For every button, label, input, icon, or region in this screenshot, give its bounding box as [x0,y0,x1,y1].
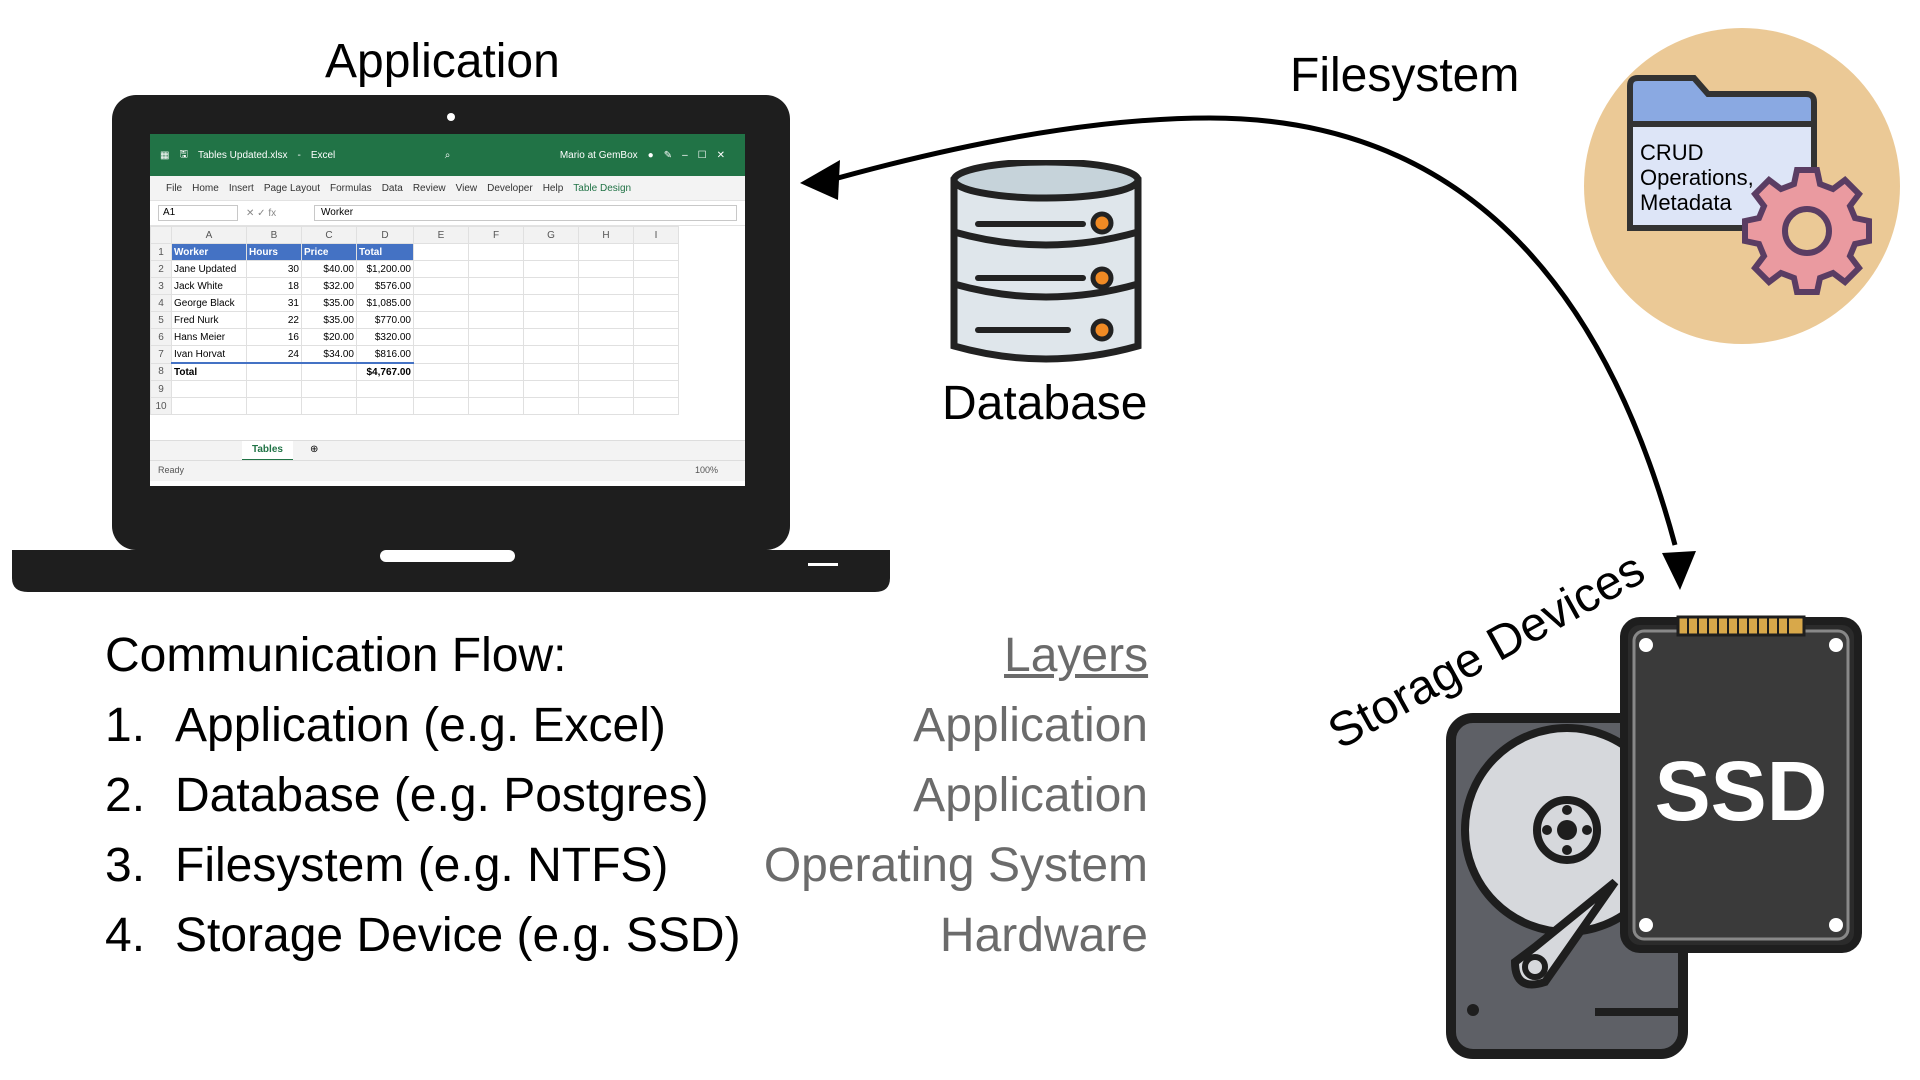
table-header-cell[interactable]: Hours [246,243,302,261]
menu-help[interactable]: Help [542,182,564,194]
row-number[interactable]: 1 [150,243,172,261]
status-text: Ready [158,465,185,475]
layer-label: Application [913,769,1148,822]
list-number: 1. [105,699,146,752]
col-header[interactable]: G [523,226,579,244]
menu-table-design[interactable]: Table Design [573,182,632,194]
table-header-cell[interactable]: Total [356,243,414,261]
ssd-label: SSD [1655,744,1828,838]
formula-input[interactable]: Worker [314,205,737,221]
list-text: Storage Device (e.g. SSD) [175,909,741,962]
pen-icon[interactable]: ✎ [663,149,673,161]
spreadsheet-grid: A B C D E F G H I 1 Worker Hours Price T… [150,226,679,415]
col-header[interactable]: A [171,226,247,244]
database-icon [950,160,1142,363]
status-bar: Ready 100% [150,460,745,481]
add-sheet-icon[interactable]: ⊕ [310,444,319,455]
ribbon-menu: File Home Insert Page Layout Formulas Da… [150,176,745,201]
cell[interactable]: Hans Meier [171,328,247,346]
menu-data[interactable]: Data [381,182,403,194]
layer-label: Hardware [939,909,1148,962]
application-title: Application [325,35,560,88]
cell[interactable]: $320.00 [356,328,414,346]
avatar[interactable]: ● [647,149,654,161]
excel-file-name: Tables Updated.xlsx [197,149,288,161]
ssd-icon: SSD [1620,615,1862,953]
maximize-icon[interactable]: ☐ [697,149,707,161]
database-label: Database [942,377,1148,430]
excel-window: ▦ 🖫 Tables Updated.xlsx - Excel ⌕ Mario … [150,134,745,486]
table-row: 7 Ivan Horvat 24 $34.00 $816.00 [150,345,679,364]
menu-file[interactable]: File [166,182,183,194]
flow-title: Communication Flow: [105,629,567,682]
list-text: Filesystem (e.g. NTFS) [175,839,669,892]
col-header[interactable]: E [413,226,469,244]
menu-developer[interactable]: Developer [487,182,533,194]
layer-label: Operating System [763,839,1148,892]
user-name: Mario at GemBox [559,149,638,161]
col-header[interactable]: I [633,226,679,244]
list-item: 1. Application (e.g. Excel) [105,698,666,753]
excel-app-name: Excel [310,149,336,161]
table-row: 3 Jack White 18 $32.00 $576.00 [150,277,679,295]
crud-label: Operations, [1640,165,1754,190]
list-number: 4. [105,909,146,962]
col-header[interactable]: B [246,226,302,244]
menu-formulas[interactable]: Formulas [330,182,372,194]
list-item: 2. Database (e.g. Postgres) [105,768,709,823]
list-text: Database (e.g. Postgres) [175,769,709,822]
name-box[interactable]: A1 [158,205,238,221]
list-item: 3. Filesystem (e.g. NTFS) [105,838,668,893]
minimize-icon[interactable]: – [682,149,688,161]
fx-icon: ✕ ✓ fx [246,207,277,219]
formula-bar: A1 ✕ ✓ fx Worker [150,201,745,226]
save-icon[interactable]: 🖫 [179,148,188,160]
col-header[interactable]: D [356,226,414,244]
list-text: Application (e.g. Excel) [175,699,666,752]
filesystem-title: Filesystem [1290,49,1520,102]
close-icon[interactable]: ✕ [716,149,725,161]
table-row: 2 Jane Updated 30 $40.00 $1,200.00 [150,260,679,278]
zoom-level: 100% [695,465,719,475]
filesystem-folder-icon: CRUD Operations, Metadata [1584,28,1900,344]
menu-home[interactable]: Home [192,182,219,194]
menu-insert[interactable]: Insert [228,182,254,194]
cell[interactable]: $20.00 [301,328,357,346]
table-row-total: 8 Total $4,767.00 [150,362,679,381]
list-number: 2. [105,769,146,822]
crud-label: Metadata [1640,190,1732,215]
excel-title-bar: ▦ 🖫 Tables Updated.xlsx - Excel ⌕ Mario … [150,134,745,176]
table-row: 6 Hans Meier 16 $20.00 $320.00 [150,328,679,346]
menu-page-layout[interactable]: Page Layout [263,182,320,194]
sheet-tab-bar: Tables ⊕ [150,440,745,461]
table-row: 4 George Black 31 $35.00 $1,085.00 [150,294,679,312]
menu-review[interactable]: Review [412,182,446,194]
layers-heading[interactable]: Layers [1004,629,1149,682]
list-item: 4. Storage Device (e.g. SSD) [105,908,741,963]
gear-icon [1742,167,1872,295]
layer-label: Application [913,699,1148,752]
list-number: 3. [105,839,146,892]
search-icon[interactable]: ⌕ [444,149,451,161]
menu-view[interactable]: View [455,182,478,194]
table-header-cell[interactable]: Worker [171,243,247,261]
crud-label: CRUD [1640,140,1704,165]
excel-logo-icon: ▦ [160,149,170,161]
